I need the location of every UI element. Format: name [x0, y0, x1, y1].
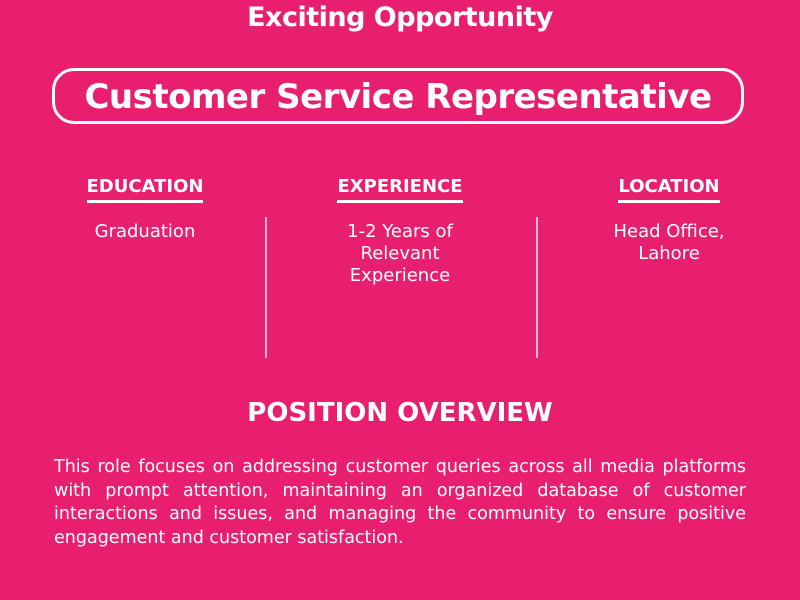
detail-heading: LOCATION — [618, 176, 720, 203]
job-title-badge: Customer Service Representative — [52, 68, 744, 124]
tagline: Exciting Opportunity — [247, 2, 553, 33]
overview-heading: POSITION OVERVIEW — [247, 398, 553, 428]
column-divider — [536, 217, 538, 358]
detail-location: LOCATION Head Office, Lahore — [559, 176, 779, 265]
detail-value: 1-2 Years of Relevant Experience — [347, 221, 453, 286]
detail-experience: EXPERIENCE 1-2 Years of Relevant Experie… — [290, 176, 510, 287]
detail-value: Head Office, Lahore — [613, 221, 725, 264]
detail-heading: EXPERIENCE — [337, 176, 463, 203]
detail-heading: EDUCATION — [86, 176, 204, 203]
overview-text: This role focuses on addressing customer… — [54, 457, 746, 548]
column-divider — [265, 217, 267, 358]
detail-education: EDUCATION Graduation — [35, 176, 255, 243]
detail-value: Graduation — [94, 221, 196, 242]
